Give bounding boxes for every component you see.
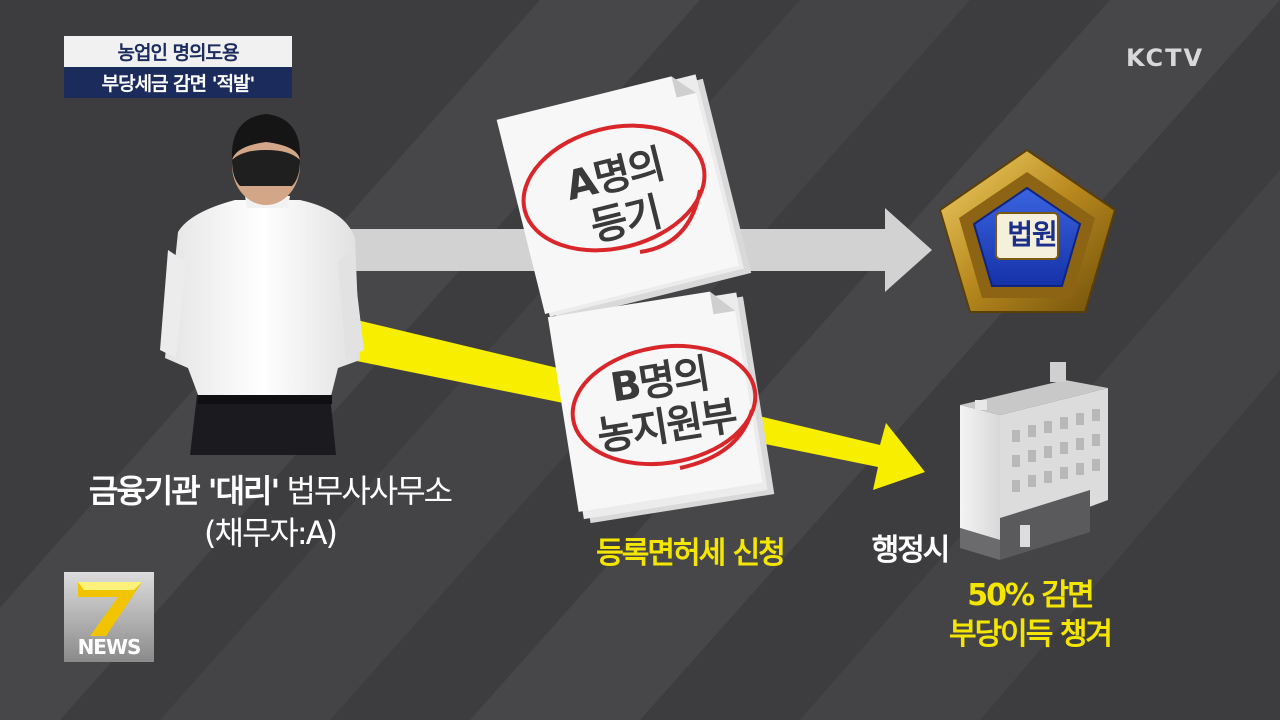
headline-top: 농업인 명의도용: [64, 36, 292, 67]
document-b-red-circle: [570, 343, 758, 467]
person-caption-rest: 법무사사무소: [278, 472, 453, 510]
news-logo-text: NEWS: [77, 635, 142, 659]
court-emblem-icon: [938, 148, 1117, 313]
building-icon: [960, 362, 1108, 560]
news-logo-icon: [64, 572, 154, 662]
headline-bottom: 부당세금 감면 '적발': [64, 67, 292, 98]
person-caption-strong: 금융기관 '대리': [88, 472, 280, 510]
result-line-1: 50% 감면: [967, 578, 1094, 613]
registration-tax-label: 등록면허세 신청: [596, 536, 786, 571]
city-office-label: 행정시: [871, 533, 951, 568]
person-back-view: [160, 114, 364, 455]
document-a-red-circle: [521, 123, 707, 253]
result-line-2: 부당이득 챙겨: [948, 617, 1113, 652]
person-caption: 금융기관 '대리' 법무사사무소: [40, 466, 500, 512]
court-emblem-label: 법원: [1007, 218, 1058, 251]
person-caption-debtor: (채무자:A): [204, 514, 338, 552]
broadcaster-logo: KCTV: [1126, 44, 1205, 72]
